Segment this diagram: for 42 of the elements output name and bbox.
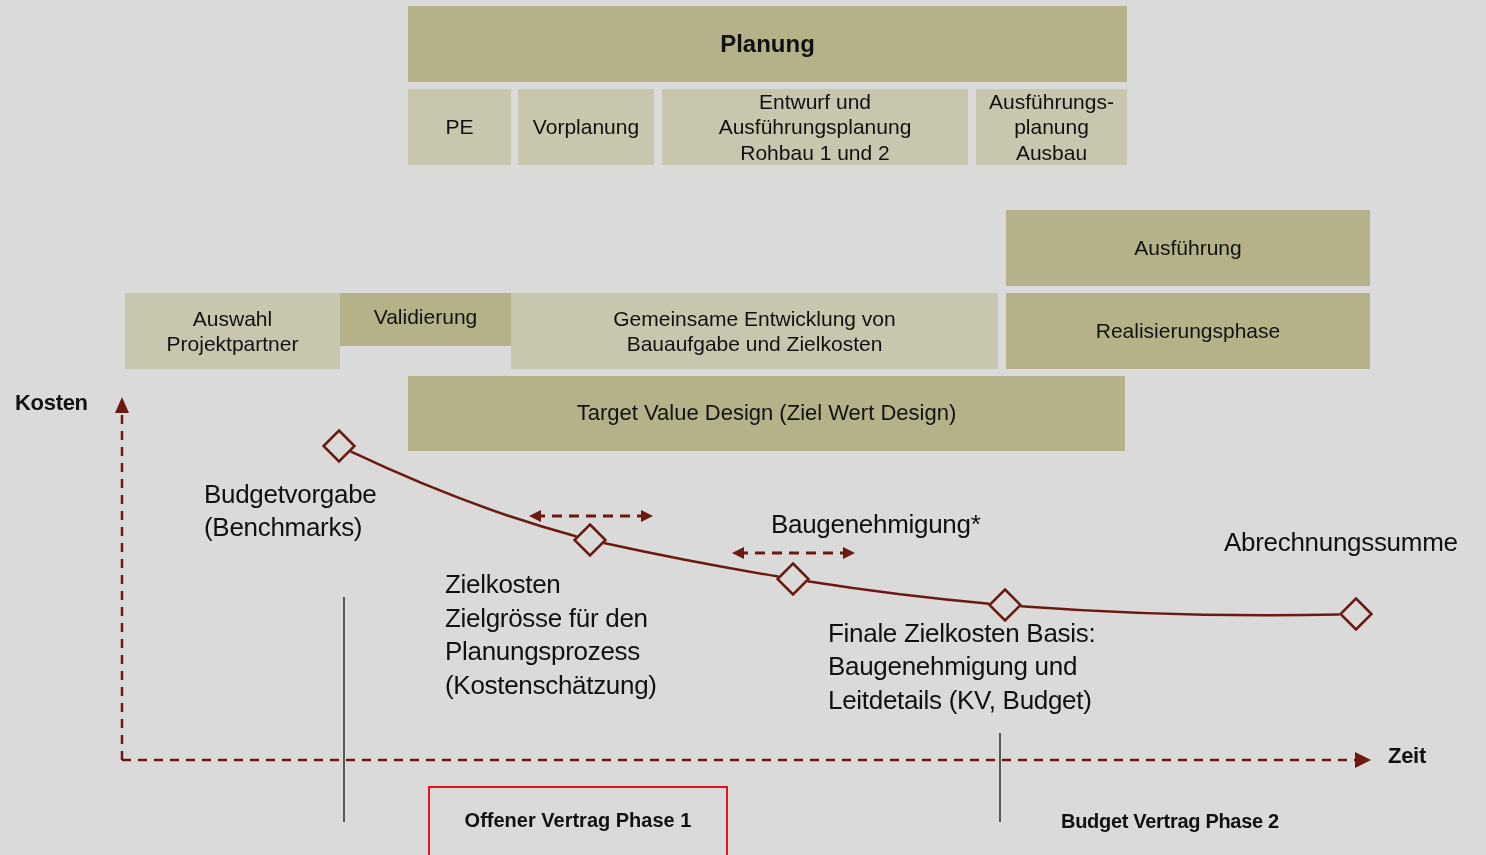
phase-bar	[1006, 210, 1370, 286]
milestone-label: Baugenehmigung*	[771, 508, 981, 541]
bar-label: Auswahl Projektpartner	[165, 305, 300, 357]
bar-label: Planung	[720, 29, 815, 59]
milestone-diamond	[573, 523, 607, 557]
milestone-label: Budgetvorgabe (Benchmarks)	[204, 478, 378, 545]
bar-label: Validierung	[373, 304, 478, 330]
cost-curve	[807, 580, 990, 605]
cost-curve	[350, 450, 577, 538]
milestone-label: Zielkosten	[445, 568, 562, 601]
milestone-diamond	[322, 429, 356, 463]
phase-bar	[408, 376, 1125, 451]
phase-bar	[976, 89, 1127, 165]
bar-label: Ausführung	[1134, 235, 1242, 261]
cost-curve	[1020, 604, 1340, 617]
milestone-label: Abrechnungssumme	[1224, 526, 1459, 559]
milestone-diamond	[1339, 597, 1373, 631]
phase-bar	[1006, 293, 1370, 369]
phase-bar	[408, 89, 511, 165]
milestone-diamond	[776, 562, 810, 596]
contract-label: Budget Vertrag Phase 2	[1061, 809, 1279, 834]
phase-bar	[340, 293, 511, 346]
axis-label: Kosten	[15, 389, 88, 417]
bar-label: Entwurf und Ausführungsplanung Rohbau 1 und 2	[717, 89, 913, 165]
bar-label: Vorplanung	[532, 114, 640, 140]
bar-label: Ausführungs- planung Ausbau	[988, 89, 1115, 165]
phase-bar	[518, 89, 654, 165]
bar-label: Gemeinsame Entwicklung von Bauaufgabe und Zielkosten	[612, 305, 897, 357]
bar-label: PE	[445, 114, 474, 140]
phase-bar	[662, 89, 968, 165]
phase-bar	[511, 293, 998, 369]
phase-bar	[408, 6, 1127, 82]
milestone-label: Finale Zielkosten Basis: Baugenehmigung und Leitdetails (KV, Budget)	[828, 617, 1097, 717]
bar-label: Target Value Design (Ziel Wert Design)	[576, 400, 957, 427]
phase-bar	[125, 293, 340, 369]
axis-label: Zeit	[1388, 742, 1426, 770]
milestone-label: Zielgrösse für den Planungsprozess (Kostenschätzung)	[445, 602, 658, 702]
milestone-diamond	[988, 588, 1022, 622]
contract-box	[428, 786, 728, 855]
bar-label: Realisierungsphase	[1095, 318, 1281, 344]
bar-label: Offener Vertrag Phase 1	[464, 808, 692, 832]
cost-curve	[603, 541, 779, 578]
